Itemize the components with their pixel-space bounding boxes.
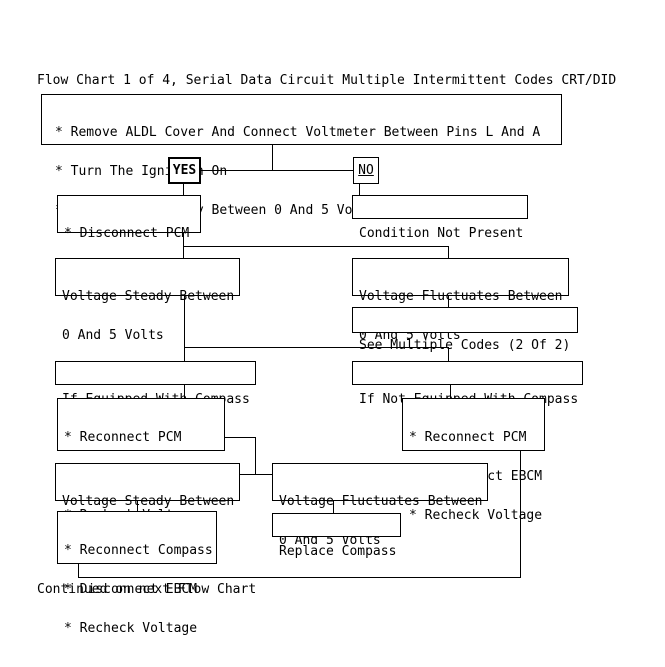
node-start: * Remove ALDL Cover And Connect Voltmete…: [41, 94, 562, 217]
voltage-steady-1-line2: 0 And 5 Volts: [62, 328, 164, 343]
replace-compass-label: Replace Compass: [279, 544, 397, 559]
connector-row4-horizontal: [240, 474, 272, 475]
connector-reconnect-down: [255, 437, 256, 474]
connector-steady2-down: [137, 500, 138, 511]
node-voltage-steady-1: Voltage Steady Between 0 And 5 Volts: [55, 258, 240, 342]
connector-branch2-horizontal: [184, 347, 449, 348]
reconnect-compass-line1: * Reconnect Compass: [64, 543, 213, 558]
connector-pcm-down: [183, 232, 184, 258]
node-voltage-fluctuates-1: Voltage Fluctuates Between 0 And 5 Volts: [352, 258, 569, 342]
connector-reconnect-compass-down: [78, 563, 79, 578]
footer-note: Continued on next Flow Chart: [37, 582, 257, 597]
connector-fluctuates1-down: [448, 295, 449, 307]
node-if-not-equipped: If Not Equipped With Compass: [352, 361, 583, 406]
connector-no-down: [359, 184, 360, 195]
voltage-fluctuates-1-line1: Voltage Fluctuates Between: [359, 289, 563, 304]
connector-fluctuates2-down: [333, 500, 334, 513]
connector-reconnect-right: [224, 437, 256, 438]
node-replace-compass: Replace Compass: [272, 513, 401, 558]
voltage-steady-2-line1: Voltage Steady Between: [62, 494, 235, 509]
node-start-line2: * Turn The Ignition On: [55, 164, 228, 179]
voltage-steady-1-line1: Voltage Steady Between: [62, 289, 235, 304]
connector-start-down: [272, 144, 273, 171]
node-voltage-steady-2: Voltage Steady Between 0 And 5 Volts: [55, 463, 240, 547]
node-see-multiple-codes: See Multiple Codes (2 Of 2): [352, 307, 578, 352]
node-if-equipped: If Equipped With Compass: [55, 361, 256, 406]
connector-steady1-down: [184, 295, 185, 361]
connector-ebcm-long-down: [520, 450, 521, 578]
node-disconnect-pcm: * Disconnect PCM * Recheck Voltage: [57, 195, 201, 279]
condition-not-present-label: Condition Not Present: [359, 226, 524, 241]
no-label: NO: [358, 163, 374, 178]
see-multiple-codes-label: See Multiple Codes (2 Of 2): [359, 338, 571, 353]
connector-branch1-horizontal: [183, 246, 449, 247]
yes-label: YES: [172, 163, 197, 178]
node-condition-not-present: Condition Not Present: [352, 195, 528, 240]
node-start-line1: * Remove ALDL Cover And Connect Voltmete…: [55, 125, 541, 140]
reconnect-pcm-ebcm-line3: * Recheck Voltage: [409, 508, 543, 523]
connector-not-equipped-down: [450, 384, 451, 398]
page-title: Flow Chart 1 of 4, Serial Data Circuit M…: [37, 73, 617, 88]
disconnect-pcm-line1: * Disconnect PCM: [64, 226, 190, 241]
node-reconnect-pcm-compass: * Reconnect PCM * Disconnect Compass * R…: [57, 398, 225, 522]
connector-yes-no-horizontal: [200, 170, 353, 171]
connector-yes-down: [183, 184, 184, 195]
connector-bottom-horizontal: [78, 577, 521, 578]
node-reconnect-compass: * Reconnect Compass * Disconnect EBCM * …: [57, 511, 217, 635]
node-yes: YES: [168, 157, 201, 184]
connector-equipped-down: [184, 384, 185, 398]
node-no: NO: [353, 157, 379, 184]
voltage-fluctuates-2-line1: Voltage Fluctuates Between: [279, 494, 483, 509]
connector-branch2-right-down: [448, 347, 449, 361]
reconnect-pcm-compass-line1: * Reconnect PCM: [64, 430, 182, 445]
reconnect-compass-line3: * Recheck Voltage: [64, 621, 198, 636]
reconnect-compass-line2: * Disconnect EBCM: [64, 582, 198, 597]
reconnect-pcm-ebcm-line1: * Reconnect PCM: [409, 430, 527, 445]
voltage-fluctuates-2-line2: 0 And 5 Volts: [279, 533, 381, 548]
node-reconnect-pcm-ebcm: * Reconnect PCM * Disconnect EBCM * Rech…: [402, 398, 545, 522]
node-voltage-fluctuates-2: Voltage Fluctuates Between 0 And 5 Volts: [272, 463, 488, 547]
connector-branch1-right-down: [448, 246, 449, 258]
